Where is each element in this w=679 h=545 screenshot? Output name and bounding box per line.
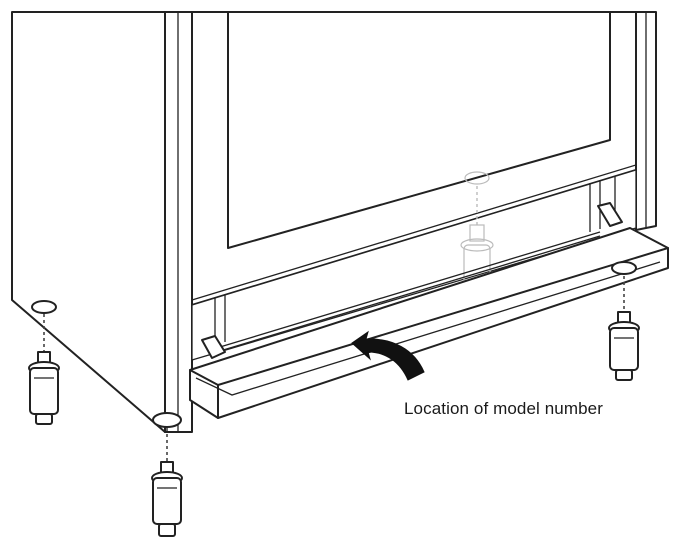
model-number-location-label: Location of model number [404, 399, 603, 418]
leveling-leg-icon [151, 412, 183, 537]
cabinet-front-frame [164, 11, 193, 433]
leveling-leg-icon [608, 261, 640, 381]
kick-plate[interactable] [189, 202, 669, 419]
cabinet-right-side [635, 11, 657, 231]
leveling-leg-icon [28, 300, 60, 425]
curved-arrow-icon [351, 330, 425, 381]
